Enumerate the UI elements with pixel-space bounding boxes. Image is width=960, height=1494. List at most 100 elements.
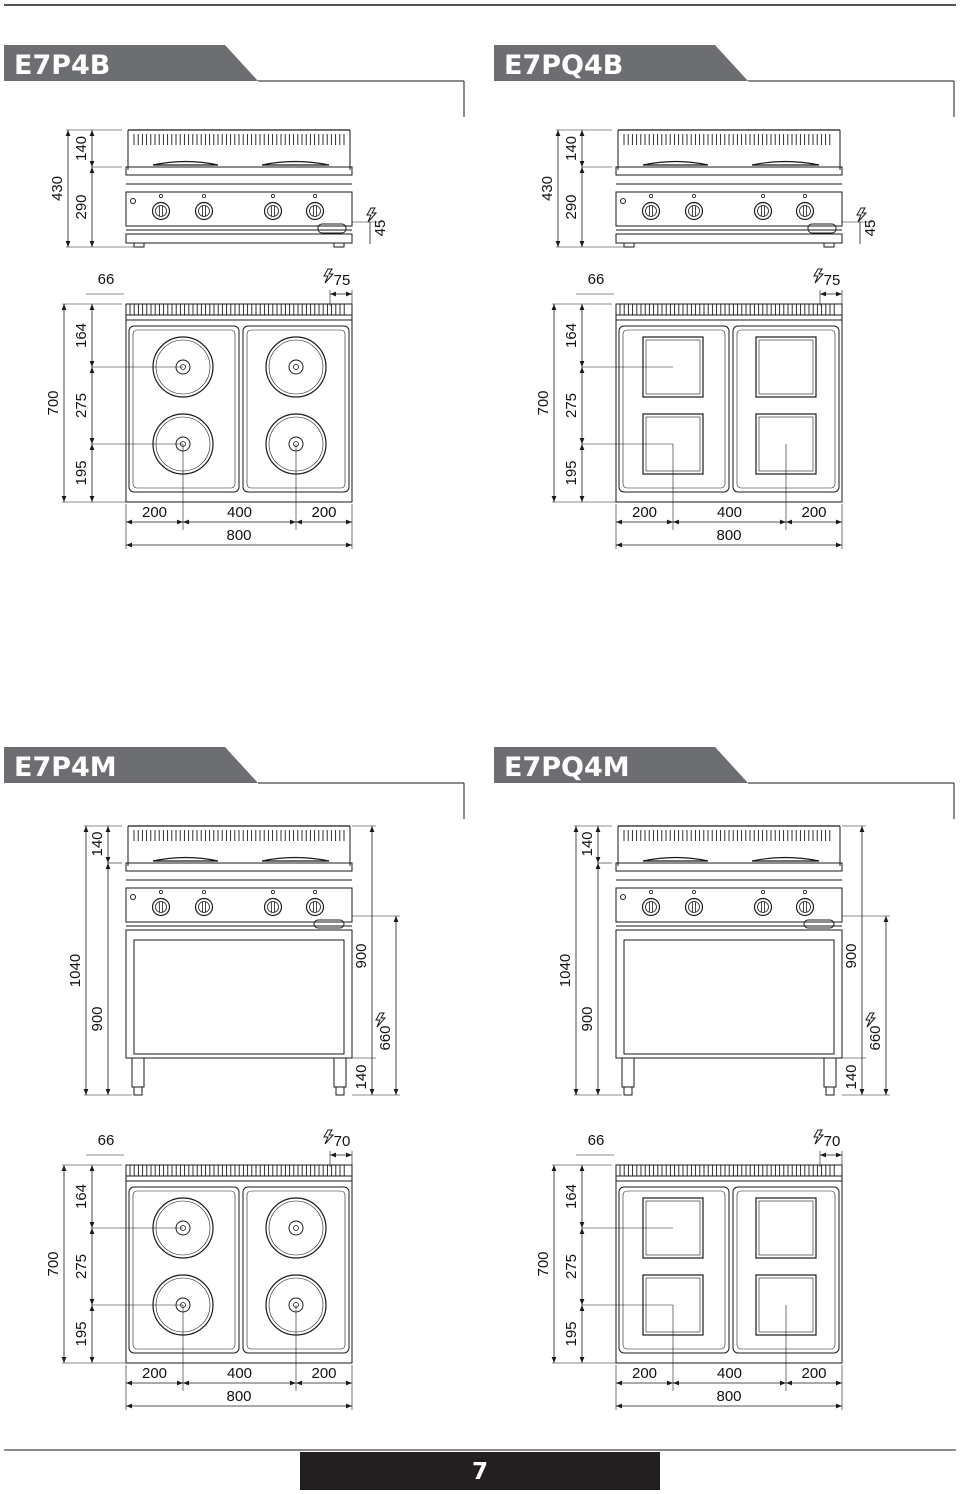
control-knob: [194, 890, 214, 917]
knob-ring: [753, 897, 773, 917]
centre-width-label: 400: [717, 504, 742, 521]
base-plinth: [615, 233, 843, 244]
total-height-label: 1040: [557, 954, 574, 987]
splashback-edge: [615, 314, 843, 321]
knob-ring: [305, 201, 325, 221]
total-width-label: 800: [716, 1388, 741, 1405]
hotplate-inner: [758, 339, 814, 395]
worktop-outline: [125, 1164, 353, 1364]
total-height-label: 1040: [67, 954, 84, 987]
top-height-label: 140: [89, 831, 106, 856]
knob-inner: [155, 901, 167, 913]
hob-top-edge: [125, 862, 353, 872]
hob-zone-inner: [622, 1190, 726, 1350]
left-width-label: 200: [142, 504, 167, 521]
hob-top-edge: [615, 862, 843, 872]
knob-indicator: [692, 193, 697, 198]
centre-width-label: 400: [227, 504, 252, 521]
foot: [333, 242, 345, 248]
knob-ring: [684, 201, 704, 221]
knob-ring: [795, 897, 815, 917]
knob-ring: [753, 201, 773, 221]
hotplate-centre: [288, 359, 304, 375]
right-height-label: 900: [843, 943, 860, 968]
control-knob: [795, 193, 815, 221]
knob-indicator: [201, 193, 206, 198]
square-hotplate: [755, 336, 817, 398]
control-knob: [194, 193, 214, 221]
control-knob: [641, 890, 661, 917]
control-knob: [641, 193, 661, 221]
knob-inner: [267, 205, 279, 217]
model-banner: [4, 45, 258, 81]
pilot-light-icon: [130, 198, 136, 204]
depth-label: 700: [535, 1251, 552, 1276]
right-width-label: 200: [311, 1365, 336, 1382]
hotplate-profile: [642, 160, 709, 166]
electric-connection-icon: [323, 1129, 335, 1145]
right-width-label: 200: [311, 504, 336, 521]
knob-indicator: [201, 890, 206, 895]
hob-zone-inner: [132, 1190, 236, 1350]
left-offset-label: 66: [588, 271, 605, 288]
hotplate-ring: [268, 1200, 324, 1256]
data-plate: [317, 223, 347, 234]
control-knob: [305, 890, 325, 917]
splashback-grille: [619, 1165, 835, 1176]
leg: [131, 1057, 145, 1088]
knob-inner: [309, 205, 321, 217]
rear-depth-label: 164: [73, 323, 90, 348]
electric-connection-icon: [366, 207, 378, 223]
model-banner: [494, 747, 748, 783]
electric-offset-label: 75: [334, 272, 351, 289]
worktop-outline: [615, 1164, 843, 1364]
control-knob: [684, 193, 704, 221]
control-knob: [151, 890, 171, 917]
knob-indicator: [270, 193, 275, 198]
right-height-label: 900: [353, 943, 370, 968]
hotplate-profile: [751, 160, 820, 166]
electric-height-label: 660: [377, 1025, 394, 1050]
hob-zone-left: [128, 325, 240, 493]
total-width-label: 800: [226, 1388, 251, 1405]
control-knob: [151, 193, 171, 221]
knob-inner: [155, 205, 167, 217]
control-panel: [615, 191, 843, 227]
hotplate-dot: [293, 1225, 299, 1231]
knob-ring: [194, 201, 214, 221]
control-panel: [615, 887, 843, 923]
splashback-edge: [615, 1175, 843, 1182]
electric-connection-icon: [813, 268, 825, 284]
centre-width-label: 400: [227, 1365, 252, 1382]
electric-offset-label: 70: [824, 1133, 841, 1150]
hotplate-inner: [758, 1200, 814, 1256]
electric-height-label: 45: [372, 220, 389, 237]
knob-indicator: [158, 890, 163, 895]
left-width-label: 200: [142, 1365, 167, 1382]
hob-top-edge: [125, 166, 353, 176]
knob-inner: [757, 205, 769, 217]
electric-offset-label: 70: [334, 1133, 351, 1150]
knob-indicator: [158, 193, 163, 198]
hob-zone-left: [618, 325, 730, 493]
top-height-label: 140: [73, 136, 90, 161]
total-width-label: 800: [716, 527, 741, 544]
body-height-label: 900: [579, 1006, 596, 1031]
right-width-label: 200: [801, 504, 826, 521]
total-height-label: 430: [539, 176, 556, 201]
knob-indicator: [761, 193, 766, 198]
splashback-grille: [619, 304, 835, 315]
knob-indicator: [803, 890, 808, 895]
foot: [623, 242, 635, 248]
splashback-grille: [133, 134, 345, 145]
knob-inner: [198, 901, 210, 913]
